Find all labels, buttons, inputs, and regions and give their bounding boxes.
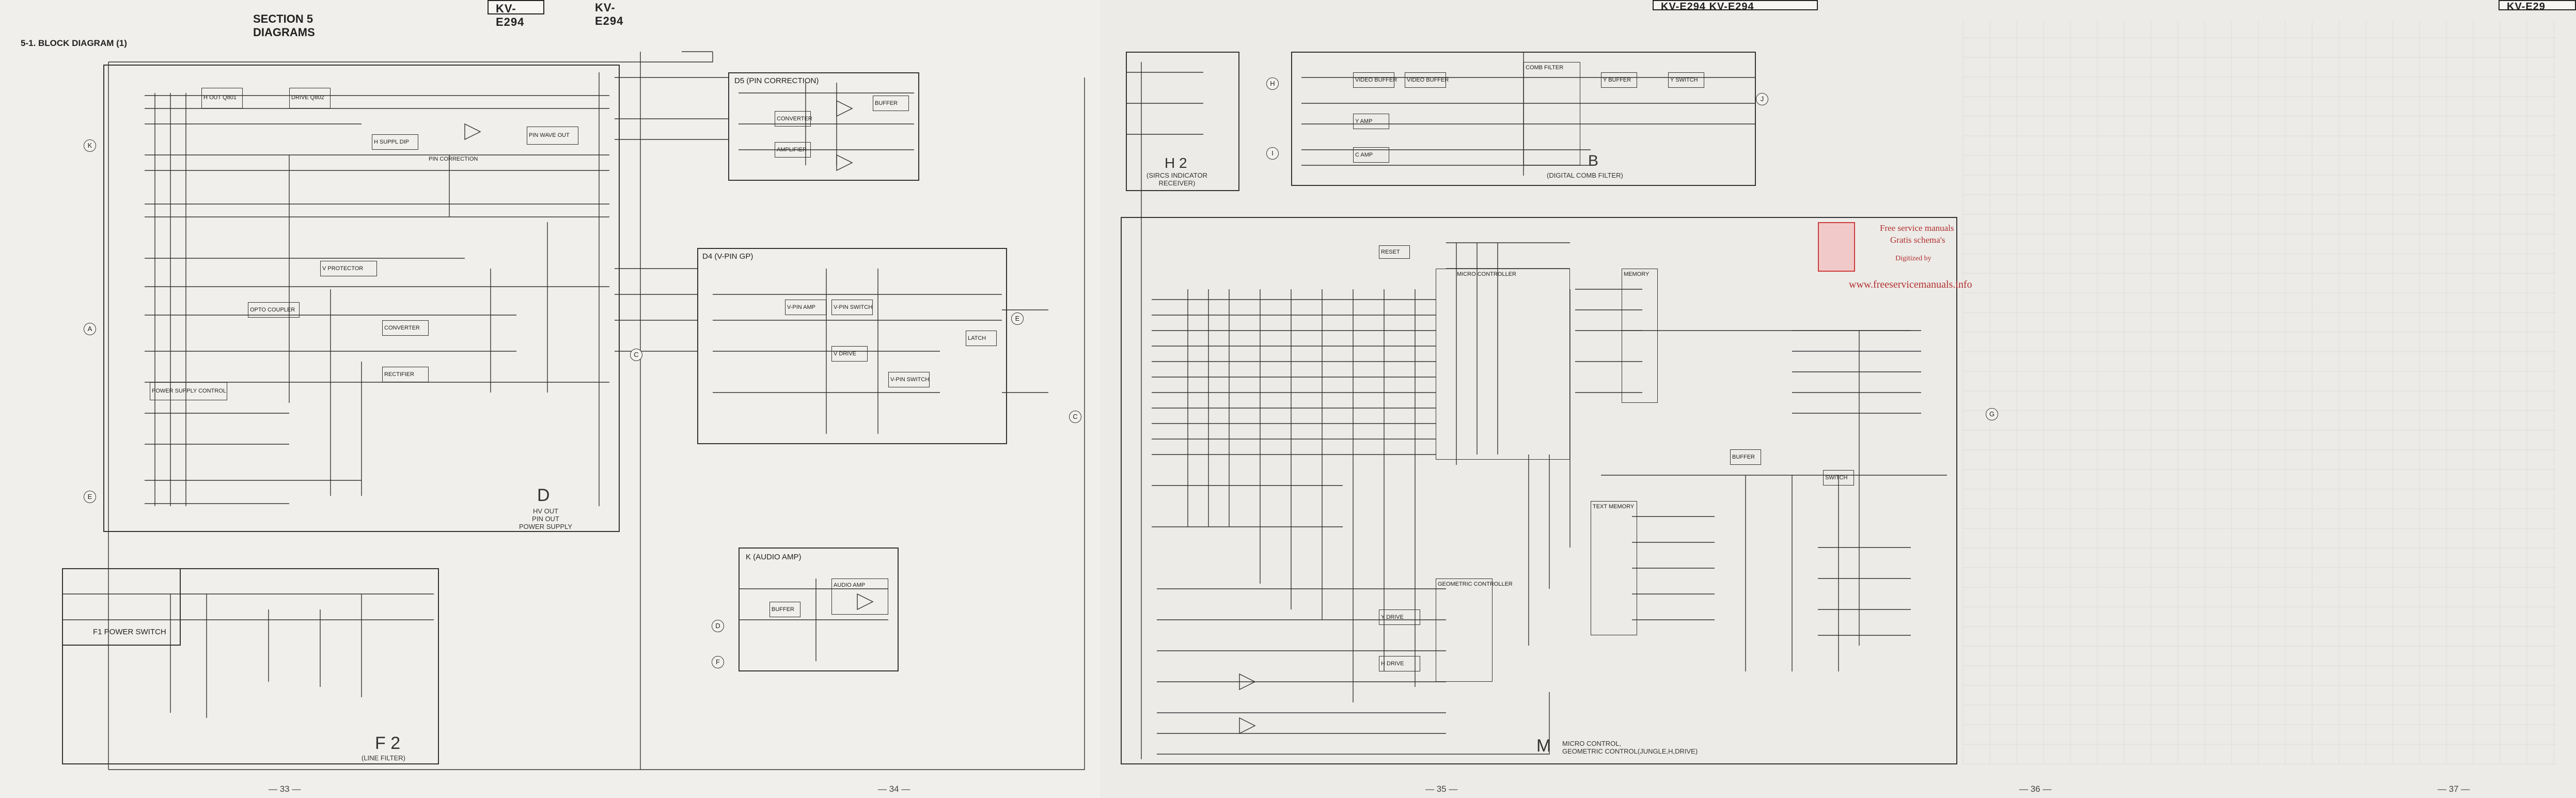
chip-d5-0: CONVERTER [775, 111, 812, 127]
model-label-1: KV-E294 [488, 0, 544, 28]
board-b-frame [1291, 52, 1756, 186]
chip-m-5: TEXT MEMORY [1591, 501, 1637, 635]
board-f2-frame [62, 568, 439, 764]
chip-m-6: GEOMETRIC CONTROLLER [1436, 578, 1513, 682]
watermark-url: www.freeservicemanuals.info [1849, 279, 1972, 290]
board-b-letter: B [1588, 152, 1599, 169]
board-h2-letter: H 2 [1165, 155, 1187, 171]
connector-c-right: C [1069, 411, 1081, 423]
page-left [0, 0, 1100, 798]
page-number-37: — 37 — [2438, 784, 2470, 794]
board-b-sub: (DIGITAL COMB FILTER) [1547, 171, 1623, 179]
chip-m-7: Y DRIVE [1379, 609, 1420, 625]
connector-f: F [712, 656, 724, 668]
board-d5-label: D5 (PIN CORRECTION) [734, 76, 819, 85]
board-h2-frame [1126, 52, 1239, 191]
chip-d-8: RECTIFIER [382, 367, 429, 382]
watermark-line-2: Gratis schema's [1890, 235, 1945, 245]
board-d-frame [103, 65, 620, 532]
model-label-3: KV-E294 KV-E294 [1653, 0, 1818, 12]
board-k-frame [739, 547, 899, 671]
board-h2-sub: (SIRCS INDICATOR RECEIVER) [1146, 171, 1207, 187]
board-f2-sub: (LINE FILTER) [362, 754, 405, 762]
chip-b-0: VIDEO BUFFER [1353, 72, 1397, 88]
board-f1-label: F1 POWER SWITCH [93, 628, 166, 636]
board-m-frame [1121, 217, 1957, 764]
board-f2-letter: F 2 [375, 733, 401, 753]
chip-m-8: H DRIVE [1379, 656, 1420, 671]
chip-d5-2: BUFFER [873, 96, 909, 111]
chip-d4-2: V DRIVE [831, 346, 868, 362]
block-diagram-title: 5-1. BLOCK DIAGRAM (1) [21, 38, 127, 48]
chip-m-4: SWITCH [1823, 470, 1854, 486]
chip-m-3: BUFFER [1730, 449, 1761, 465]
section-title: SECTION 5 DIAGRAMS [253, 12, 315, 39]
model-label-4: KV-E29 [2499, 0, 2576, 12]
chip-m-2: MEMORY [1622, 269, 1658, 403]
chip-d-9: POWER SUPPLY CONTROL [150, 382, 227, 400]
connector-e: E [84, 491, 96, 503]
chip-d-5: V PROTECTOR [320, 261, 377, 276]
ghost-bleed-through [1962, 21, 2556, 764]
section-line-1: SECTION 5 [253, 12, 313, 25]
connector-c: C [630, 349, 642, 361]
chip-d-7: CONVERTER [382, 320, 429, 336]
board-d-letter: D [537, 486, 550, 505]
chip-b-6: COMB FILTER [1523, 62, 1580, 165]
connector-d: D [712, 620, 724, 632]
chip-b-5: Y SWITCH [1668, 72, 1704, 88]
chip-m-1: MICRO CONTROLLER [1436, 269, 1570, 460]
chip-d-4: PIN WAVE OUT [527, 127, 578, 145]
chip-d4-3: V-PIN SWITCH [888, 372, 930, 387]
connector-h: H [1266, 77, 1279, 90]
chip-d5-1: AMPLIFIER [775, 142, 811, 158]
board-m-letter: M [1536, 736, 1551, 756]
board-m-sub: MICRO CONTROL, GEOMETRIC CONTROL(JUNGLE,… [1562, 740, 1698, 755]
page-right [1100, 0, 2576, 798]
chip-b-4: C AMP [1353, 147, 1389, 163]
watermark-line-1: Free service manuals [1880, 223, 1954, 233]
chip-b-2: Y AMP [1353, 114, 1389, 129]
chip-d-1: DRIVE Q802 [289, 88, 331, 108]
board-f1-frame [62, 568, 181, 646]
chip-b-3: Y BUFFER [1601, 72, 1637, 88]
connector-i: I [1266, 147, 1279, 160]
connector-e-right: E [1011, 312, 1024, 325]
connector-g: G [1986, 408, 1998, 420]
connector-j: J [1756, 93, 1768, 105]
board-d5-frame [728, 72, 919, 181]
chip-d-2: H SUPPL DIP [372, 134, 418, 150]
chip-k-0: AUDIO AMP [831, 578, 888, 615]
chip-k-1: BUFFER [769, 602, 800, 617]
board-d-sub: HV OUT PIN OUT POWER SUPPLY [519, 507, 573, 530]
page-number-33: — 33 — [269, 784, 301, 794]
connector-k: K [84, 139, 96, 152]
page-number-36: — 36 — [2019, 784, 2052, 794]
chip-d4-1: V-PIN SWITCH [831, 300, 873, 315]
chip-m-0: RESET [1379, 245, 1410, 259]
chip-d-0: H OUT Q801 [201, 88, 243, 108]
board-k-label: K (AUDIO AMP) [746, 553, 802, 561]
page-number-34: — 34 — [878, 784, 910, 794]
connector-a: A [84, 323, 96, 335]
chip-b-1: VIDEO BUFFER [1405, 72, 1449, 88]
chip-d4-4: LATCH [966, 331, 997, 346]
chip-d4-0: V-PIN AMP [785, 300, 826, 315]
chip-d-3: PIN CORRECTION [429, 156, 478, 162]
board-d4-label: D4 (V-PIN GP) [702, 252, 753, 261]
watermark-line-3: Digitized by [1895, 255, 1931, 262]
watermark-stamp-icon [1818, 222, 1855, 272]
page-number-35: — 35 — [1425, 784, 1458, 794]
model-label-2: KV-E294 [595, 1, 624, 27]
section-line-2: DIAGRAMS [253, 26, 315, 39]
board-d4-frame [697, 248, 1007, 444]
chip-d-6: OPTO COUPLER [248, 302, 300, 318]
